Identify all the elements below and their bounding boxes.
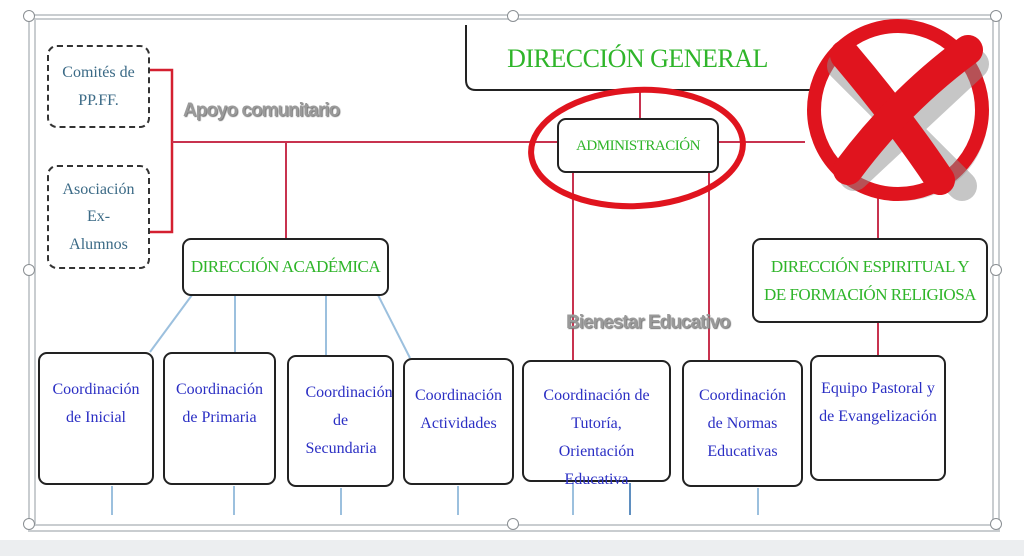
editor-bottom-bar xyxy=(0,540,1024,556)
unit-box-inicial: Coordinación de Inicial xyxy=(38,352,154,485)
unit-box-primaria: Coordinación de Primaria xyxy=(163,352,276,485)
unit-box-secundaria: Coordinación de Secundaria xyxy=(287,355,394,487)
asociacion-label: Asociación Ex-Alumnos xyxy=(62,181,135,253)
direccion-espiritual-label: DIRECCIÓN ESPIRITUAL Y DE FORMACIÓN RELI… xyxy=(764,257,976,304)
resize-handle-bottom-left[interactable] xyxy=(23,518,35,530)
direccion-academica-label: DIRECCIÓN ACADÉMICA xyxy=(190,257,381,277)
resize-handle-bottom-right[interactable] xyxy=(990,518,1002,530)
unit-label: Coordinación de Inicial xyxy=(52,381,140,426)
unit-label: Coordinación de Secundaria xyxy=(305,384,393,457)
unit-box-actividades: Coordinación Actividades xyxy=(403,358,514,485)
asociacion-box: Asociación Ex-Alumnos xyxy=(47,165,150,269)
resize-handle-middle-right[interactable] xyxy=(990,264,1002,276)
direccion-espiritual-box: DIRECCIÓN ESPIRITUAL Y DE FORMACIÓN RELI… xyxy=(752,238,988,323)
direccion-academica-box: DIRECCIÓN ACADÉMICA xyxy=(182,238,389,296)
unit-label: Coordinación de Normas Educativas xyxy=(698,387,787,460)
unit-label: Coordinación de Tutoría, Orientación Edu… xyxy=(543,387,650,488)
comites-label: Comités de PP.FF. xyxy=(62,64,135,109)
unit-label: Equipo Pastoral y de Evangelización xyxy=(819,380,937,425)
unit-label: Coordinación de Primaria xyxy=(175,381,264,426)
resize-handle-top-right[interactable] xyxy=(990,10,1002,22)
direccion-general-title: DIRECCIÓN GENERAL xyxy=(507,44,768,73)
comites-box: Comités de PP.FF. xyxy=(47,45,150,128)
unit-box-normas: Coordinación de Normas Educativas xyxy=(682,360,803,487)
resize-handle-middle-left[interactable] xyxy=(23,264,35,276)
resize-handle-top-middle[interactable] xyxy=(507,10,519,22)
resize-handle-bottom-middle[interactable] xyxy=(507,518,519,530)
apoyo-comunitario-label: Apoyo comunitario xyxy=(183,100,340,121)
unit-label: Coordinación Actividades xyxy=(414,387,503,432)
unit-box-tutoria: Coordinación de Tutoría, Orientación Edu… xyxy=(522,360,671,488)
red-x-icon xyxy=(807,19,989,201)
resize-handle-top-left[interactable] xyxy=(23,10,35,22)
administracion-label: ADMINISTRACIÓN xyxy=(576,137,700,154)
bienestar-educativo-label: Bienestar Educativo xyxy=(566,312,731,333)
unit-box-pastoral: Equipo Pastoral y de Evangelización xyxy=(810,355,946,481)
red-ellipse-highlight xyxy=(528,86,746,210)
administracion-box: ADMINISTRACIÓN xyxy=(557,118,719,173)
